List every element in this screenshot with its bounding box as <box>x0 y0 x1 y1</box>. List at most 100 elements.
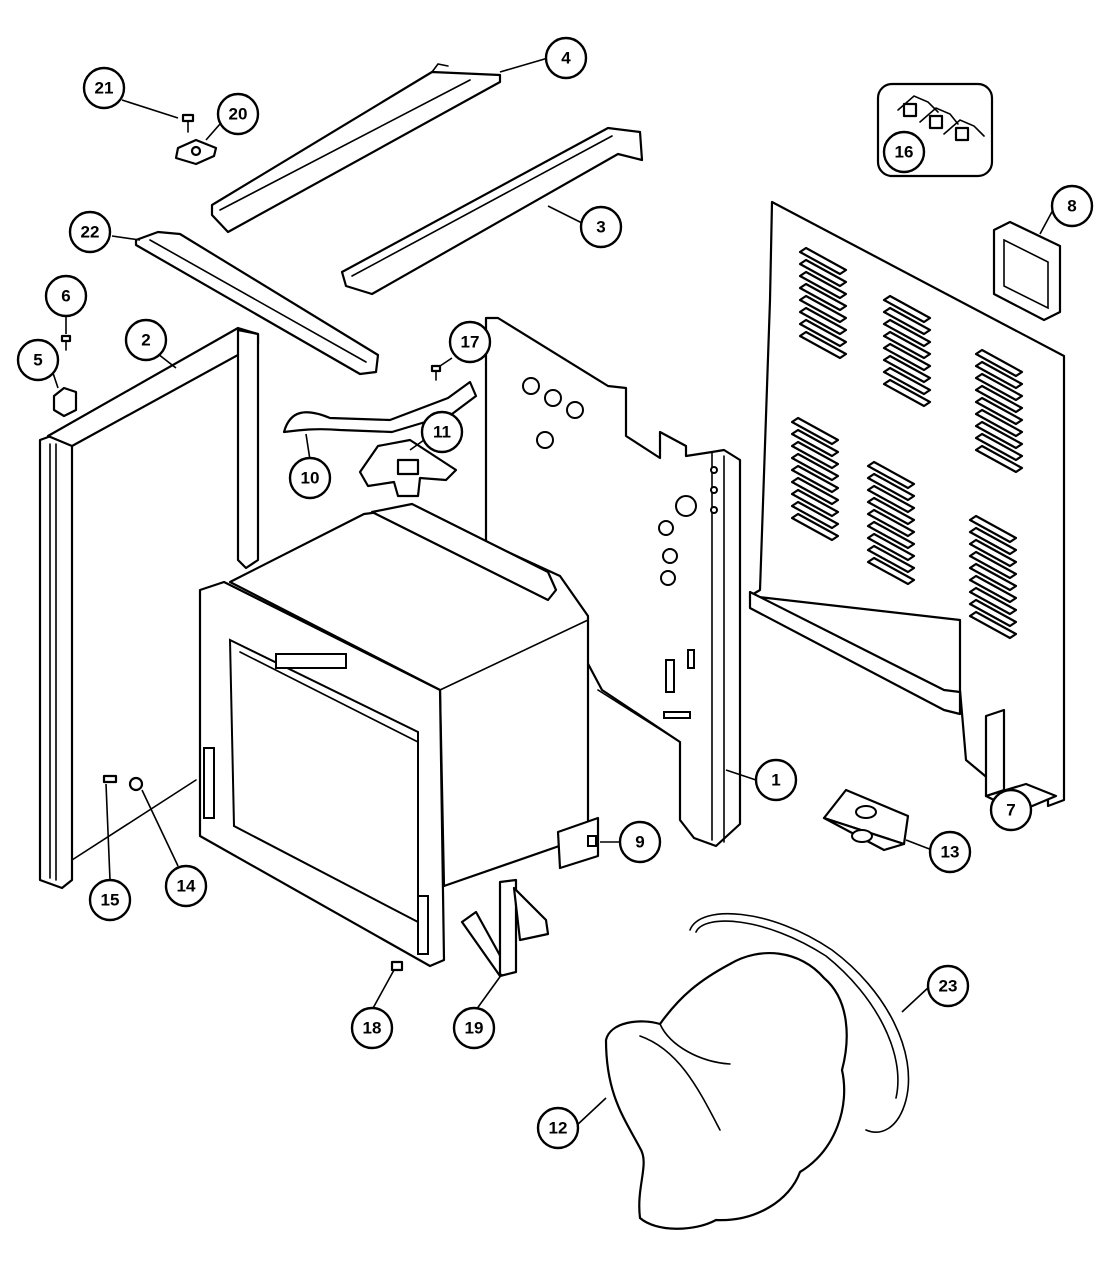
gasket-part-23 <box>689 912 910 1133</box>
vent-louver <box>974 420 1024 450</box>
svg-text:17: 17 <box>461 333 480 352</box>
vent-louver <box>974 444 1024 474</box>
side-panel-part-1 <box>484 316 742 848</box>
top-channel-part-4 <box>210 63 502 234</box>
hinge-part-19 <box>460 878 550 978</box>
vent-louver <box>968 550 1018 580</box>
vent-louver <box>790 428 840 458</box>
vent-louver <box>968 514 1018 544</box>
vent-louver <box>790 452 840 482</box>
vent-louver <box>790 464 840 494</box>
callout-1: 1 <box>754 758 798 802</box>
svg-text:13: 13 <box>941 843 960 862</box>
vent-louver <box>968 598 1018 628</box>
bracket-part-20 <box>174 138 218 166</box>
vent-louver <box>798 294 848 324</box>
vent-louver <box>968 562 1018 592</box>
oven-front-frame <box>198 580 446 968</box>
callout-17: 17 <box>448 320 492 364</box>
bracket-part-9 <box>556 816 600 870</box>
front-rail-part-22 <box>134 230 380 376</box>
svg-text:6: 6 <box>61 287 70 306</box>
vent-louver <box>974 432 1024 462</box>
callout-22: 22 <box>68 210 112 254</box>
svg-text:11: 11 <box>433 423 451 442</box>
screw-part-15 <box>102 774 118 784</box>
svg-text:20: 20 <box>229 105 248 124</box>
vent-louver <box>790 416 840 446</box>
vent-louver <box>798 330 848 360</box>
vent-louver <box>968 574 1018 604</box>
vent-louver <box>798 258 848 288</box>
vent-louver <box>882 354 932 384</box>
callout-11: 11 <box>420 410 464 454</box>
callout-12: 12 <box>536 1106 580 1150</box>
vent-louver <box>866 472 916 502</box>
vent-louver <box>968 586 1018 616</box>
callout-3: 3 <box>579 205 623 249</box>
callout-8: 8 <box>1050 184 1094 228</box>
vent-louver <box>968 538 1018 568</box>
svg-text:22: 22 <box>81 223 100 242</box>
svg-text:15: 15 <box>101 891 120 910</box>
callout-5: 5 <box>16 338 60 382</box>
callout-4: 4 <box>544 36 588 80</box>
vent-louver <box>882 306 932 336</box>
callout-7: 7 <box>989 788 1033 832</box>
callout-19: 19 <box>452 1006 496 1050</box>
vent-louver <box>866 496 916 526</box>
callout-18: 18 <box>350 1006 394 1050</box>
side-trim-part-2 <box>38 326 260 890</box>
latch-part-11 <box>358 438 458 498</box>
svg-text:5: 5 <box>33 351 42 370</box>
svg-text:3: 3 <box>596 218 605 237</box>
callout-23: 23 <box>926 964 970 1008</box>
vent-louver <box>866 532 916 562</box>
screw-part-17 <box>430 364 442 381</box>
svg-text:23: 23 <box>939 977 958 996</box>
vent-louver <box>790 476 840 506</box>
insulation-part-12 <box>604 952 848 1230</box>
callout-20: 20 <box>216 92 260 136</box>
vent-louver <box>790 488 840 518</box>
vent-louver <box>866 508 916 538</box>
callout-21: 21 <box>82 66 126 110</box>
vent-louver <box>968 526 1018 556</box>
vent-louver <box>866 556 916 586</box>
svg-text:18: 18 <box>363 1019 382 1038</box>
vent-louver <box>798 318 848 348</box>
svg-text:9: 9 <box>635 833 644 852</box>
vent-louver <box>882 378 932 408</box>
fastener-part-14 <box>128 776 144 792</box>
vent-louver <box>974 360 1024 390</box>
svg-text:2: 2 <box>141 331 150 350</box>
leader-lines <box>51 57 1055 1127</box>
callout-16: 16 <box>882 130 926 174</box>
svg-text:16: 16 <box>895 143 914 162</box>
vent-louver <box>798 306 848 336</box>
vent-louver <box>974 396 1024 426</box>
vent-louver <box>974 408 1024 438</box>
vent-louver <box>790 440 840 470</box>
vent-louver <box>974 348 1024 378</box>
svg-text:7: 7 <box>1006 801 1015 820</box>
screw-part-18 <box>390 960 404 972</box>
bracket-part-13 <box>822 788 910 852</box>
svg-text:12: 12 <box>549 1119 568 1138</box>
vent-louver <box>882 318 932 348</box>
vent-louver <box>790 500 840 530</box>
vent-louver <box>882 366 932 396</box>
callout-2: 2 <box>124 318 168 362</box>
screw-part-6 <box>60 334 72 351</box>
callout-15: 15 <box>88 878 132 922</box>
vent-louver <box>866 544 916 574</box>
vent-louver <box>882 342 932 372</box>
callout-6: 6 <box>44 274 88 318</box>
svg-text:10: 10 <box>301 469 320 488</box>
svg-text:21: 21 <box>95 79 114 98</box>
top-channel-part-3 <box>340 126 644 296</box>
vent-louver <box>974 384 1024 414</box>
svg-text:19: 19 <box>465 1019 484 1038</box>
bracket-part-8 <box>992 220 1062 322</box>
vent-louver <box>968 610 1018 640</box>
